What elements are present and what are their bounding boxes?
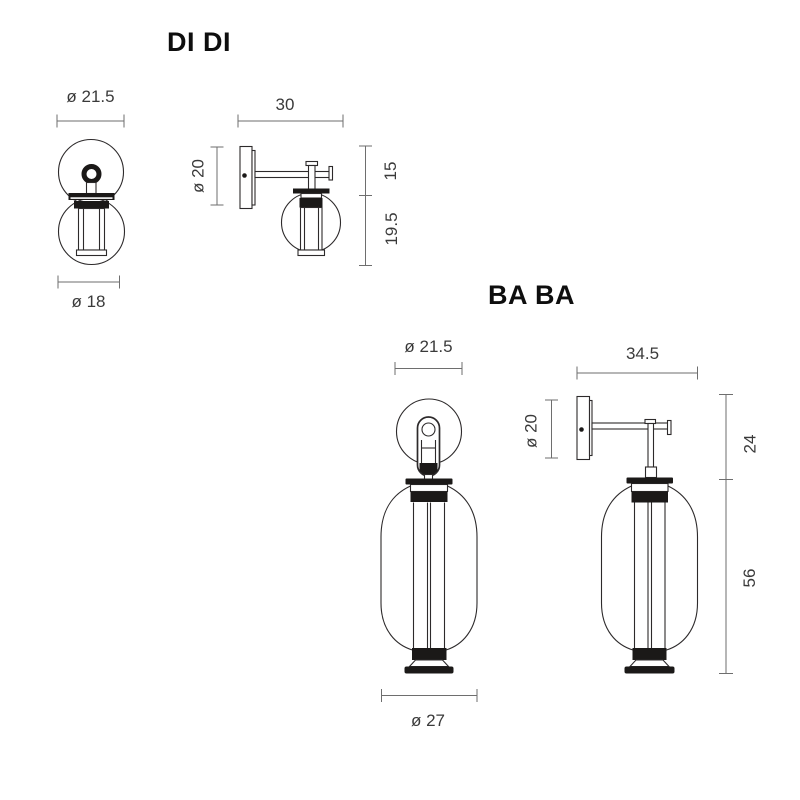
- dimension-label: ø 20: [521, 414, 540, 448]
- top-band: [410, 491, 448, 502]
- baba-side-height-dimension: 24 56: [719, 394, 759, 674]
- dimension-label: 56: [740, 569, 759, 588]
- arm-end-cap: [666, 419, 672, 436]
- dimension-label: 30: [276, 95, 295, 114]
- hanger-stem: [307, 164, 316, 191]
- dimension-label: 19.5: [382, 212, 401, 245]
- dimension-label: ø 21.5: [404, 337, 452, 356]
- base-flare: [408, 659, 450, 668]
- didi-side-width-dimension: 30: [237, 95, 344, 128]
- ring-stem: [85, 181, 97, 195]
- hanger-stem: [647, 422, 655, 468]
- baba-front-top-dimension: ø 21.5: [394, 337, 463, 375]
- capsule-socket: [419, 463, 438, 476]
- lantern-body: [600, 485, 699, 651]
- neck: [409, 483, 449, 493]
- cap-plate: [68, 193, 115, 200]
- baba-front-view: ø 21.5: [380, 337, 478, 730]
- didi-side-plate-dimension: ø 20: [188, 146, 224, 206]
- didi-drawing: DI DI ø 21.5 ø 18: [56, 27, 401, 311]
- baba-side-width-dimension: 34.5: [576, 344, 698, 380]
- didi-front-top-dimension: ø 21.5: [56, 87, 125, 128]
- mounting-arm: [254, 170, 331, 179]
- neck: [630, 482, 669, 493]
- mounting-screw: [579, 427, 584, 432]
- stem-top-cap: [644, 418, 657, 425]
- dimension-label: ø 20: [188, 159, 207, 193]
- mounting-arm: [591, 422, 670, 430]
- dimension-label: ø 21.5: [66, 87, 114, 106]
- baba-front-bottom-dimension: ø 27: [381, 689, 478, 730]
- cap-plate: [626, 477, 673, 484]
- arm-end-cap: [328, 165, 334, 181]
- dimension-label: 24: [740, 435, 759, 454]
- wall-plate: [576, 395, 591, 461]
- baba-drawing: BA BA ø 21.5: [380, 280, 759, 730]
- dimension-label: ø 18: [71, 292, 105, 311]
- diffuser-tube: [77, 207, 106, 251]
- cap-plate: [405, 478, 453, 485]
- didi-front-bottom-dimension: ø 18: [57, 275, 120, 311]
- didi-side-view: 30 ø 20: [188, 95, 401, 266]
- mounting-screw: [242, 173, 247, 178]
- bottom-band: [632, 648, 667, 660]
- top-band: [631, 491, 668, 503]
- dimension-label: ø 27: [411, 711, 445, 730]
- lantern-body: [380, 485, 478, 651]
- didi-front-view: ø 21.5 ø 18: [56, 87, 126, 311]
- cap-plate-groove: [70, 197, 113, 199]
- mounting-ring: [81, 164, 102, 184]
- wall-plate: [239, 145, 253, 210]
- capsule-eyelet: [421, 422, 436, 437]
- base-cap: [624, 666, 675, 674]
- top-band: [74, 201, 109, 209]
- baba-title: BA BA: [488, 280, 575, 310]
- baba-side-plate-dimension: ø 20: [521, 399, 558, 459]
- baba-side-view: 34.5 ø 20: [521, 344, 759, 674]
- stem-foot: [644, 466, 658, 479]
- neck: [300, 192, 323, 199]
- dimension-label: 34.5: [626, 344, 659, 363]
- dimension-label: 15: [381, 162, 400, 181]
- top-band: [299, 198, 323, 208]
- stem-top-cap: [305, 160, 319, 167]
- bottom-band: [412, 648, 447, 660]
- bottom-cap: [75, 249, 108, 257]
- base-flare: [628, 659, 671, 668]
- bottom-cap: [297, 249, 326, 257]
- didi-side-height-dimension: 15 19.5: [359, 145, 401, 266]
- cap-plate: [293, 188, 330, 194]
- base-cap: [404, 666, 454, 674]
- didi-title: DI DI: [167, 27, 231, 57]
